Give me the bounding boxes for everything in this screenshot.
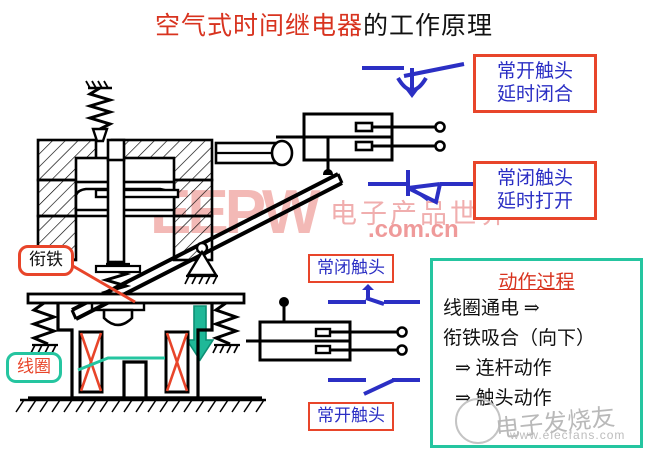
lower-pushrod-spring bbox=[90, 260, 146, 327]
armature-pointer-line bbox=[65, 260, 136, 304]
page-title-black: 的工作原理 bbox=[363, 13, 494, 40]
ground-hatch-icon bbox=[15, 398, 266, 413]
nc-contact-symbol bbox=[328, 284, 420, 306]
left-return-spring bbox=[29, 301, 59, 354]
page-title: 空气式时间继电器的工作原理 bbox=[0, 6, 648, 42]
label-armature: 衔铁 bbox=[18, 245, 74, 276]
action-process-line-3: ⇒ 连杆动作 bbox=[455, 358, 552, 379]
page-title-red: 空气式时间继电器 bbox=[154, 13, 363, 40]
callout-nc-delay-open-line1: 常闭触头 bbox=[496, 168, 573, 189]
elecworld-watermark-url: .com.cn bbox=[368, 216, 459, 243]
air-chamber-housing bbox=[36, 138, 214, 264]
no-delay-close-contact-symbol bbox=[362, 62, 465, 98]
elecfans-watermark-logo bbox=[455, 398, 501, 444]
right-return-spring bbox=[211, 301, 241, 354]
label-no-contact: 常开触头 bbox=[308, 402, 394, 431]
lever-pivot-fulcrum bbox=[184, 241, 219, 285]
upper-terminal-block bbox=[276, 112, 446, 175]
label-nc-contact: 常闭触头 bbox=[308, 254, 394, 283]
armature-plate bbox=[26, 292, 246, 305]
callout-no-delay-close-line1: 常开触头 bbox=[496, 61, 573, 82]
elecfans-watermark-url: www.elecfans.com bbox=[510, 428, 626, 442]
lower-terminal-block bbox=[246, 297, 408, 362]
air-release-screw bbox=[214, 139, 294, 167]
callout-no-delay-close-line2: 延时闭合 bbox=[496, 84, 573, 105]
nc-delay-open-contact-symbol bbox=[368, 170, 476, 205]
callout-nc-delay-open: 常闭触头 延时打开 bbox=[473, 161, 597, 220]
upper-spring-assembly bbox=[84, 80, 116, 143]
no-contact-symbol bbox=[328, 378, 420, 396]
coil-pointer-line bbox=[77, 356, 165, 372]
callout-nc-delay-open-line2: 延时打开 bbox=[496, 191, 573, 212]
down-arrow-icon bbox=[185, 305, 215, 362]
action-process-line-1: 线圈通电 ⇒ bbox=[443, 298, 540, 319]
label-coil: 线圈 bbox=[6, 352, 62, 383]
air-timer-relay-mechanical-drawing bbox=[15, 80, 344, 413]
action-process-line-2: 衔铁吸合（向下） bbox=[443, 328, 596, 349]
callout-no-delay-close: 常开触头 延时闭合 bbox=[473, 54, 597, 113]
electromagnet-core bbox=[28, 303, 262, 400]
action-process-title: 动作过程 bbox=[498, 272, 575, 293]
